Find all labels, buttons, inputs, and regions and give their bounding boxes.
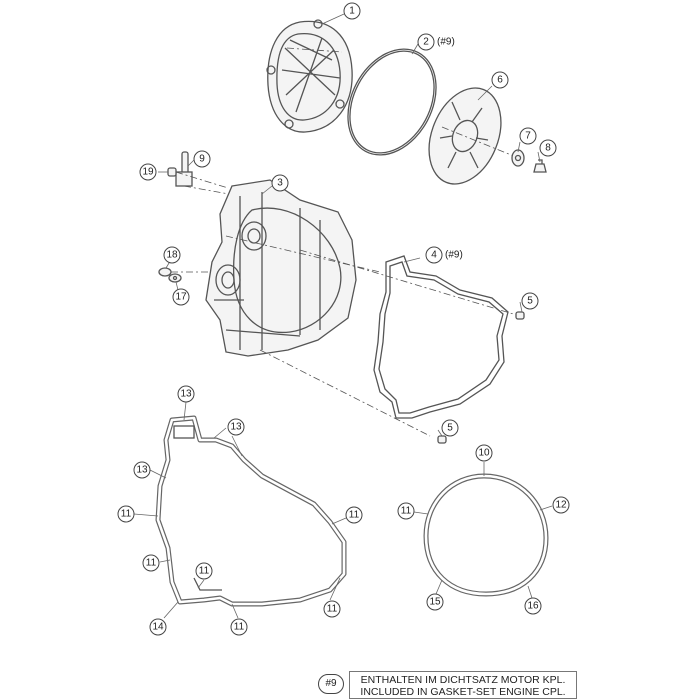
callout-11-c: 11	[142, 554, 160, 572]
callout-3: 3	[271, 174, 289, 192]
o-ring-seal	[347, 48, 437, 156]
svg-text:3: 3	[277, 178, 283, 189]
svg-text:5: 5	[447, 423, 453, 434]
callout-11-g: 11	[397, 502, 415, 520]
callout-2: 2	[417, 33, 435, 51]
svg-text:19: 19	[142, 167, 154, 178]
svg-text:11: 11	[146, 558, 157, 569]
callout-11-a: 11	[117, 505, 135, 523]
callout-4: 4	[425, 246, 443, 264]
callout-19: 19	[139, 163, 157, 181]
callout-17: 17	[172, 288, 190, 306]
callout-14: 14	[149, 618, 167, 636]
svg-text:13: 13	[136, 465, 148, 476]
svg-text:5: 5	[527, 296, 533, 307]
svg-text:12: 12	[555, 500, 567, 511]
lower-right-gasket-ring	[423, 473, 549, 597]
legend-badge: #9	[318, 674, 344, 694]
callout-9: 9	[193, 150, 211, 168]
svg-text:11: 11	[349, 510, 360, 521]
seal-ring-part	[168, 273, 182, 283]
svg-text:14: 14	[152, 622, 164, 633]
callout-6: 6	[491, 71, 509, 89]
washer-part	[511, 149, 525, 167]
svg-text:10: 10	[478, 448, 490, 459]
plug-screw-part	[158, 267, 210, 277]
svg-text:11: 11	[234, 622, 245, 633]
gasket-set-tag-4: (#9)	[445, 250, 463, 261]
clutch-protection-disc	[428, 87, 517, 185]
outer-clutch-cover	[266, 19, 353, 133]
svg-text:16: 16	[527, 601, 539, 612]
callout-13-c: 13	[133, 461, 151, 479]
callout-1: 1	[343, 2, 361, 20]
svg-text:11: 11	[199, 566, 210, 577]
callout-18: 18	[163, 246, 181, 264]
callout-16: 16	[524, 597, 542, 615]
cover-bolt-lower	[437, 435, 447, 444]
leader-lines	[133, 13, 553, 619]
svg-text:11: 11	[121, 509, 132, 520]
lower-left-gasket	[155, 415, 347, 607]
svg-text:1: 1	[349, 6, 355, 17]
svg-text:7: 7	[525, 131, 531, 142]
callout-11-d: 11	[195, 562, 213, 580]
callout-12: 12	[552, 496, 570, 514]
callout-11-f: 11	[323, 600, 341, 618]
cover-bolt-upper	[515, 311, 525, 320]
svg-text:17: 17	[175, 292, 187, 303]
callout-11-e: 11	[230, 618, 248, 636]
legend-box: ENTHALTEN IM DICHTSATZ MOTOR KPL. INCLUD…	[349, 671, 577, 699]
svg-text:11: 11	[327, 604, 338, 615]
svg-text:18: 18	[166, 250, 178, 261]
callout-13-b: 13	[227, 418, 245, 436]
callout-5-lower: 5	[441, 419, 459, 437]
small-bolt-part	[167, 167, 229, 189]
legend-line-english: INCLUDED IN GASKET-SET ENGINE CPL.	[360, 686, 566, 698]
inner-clutch-cover	[205, 179, 357, 357]
svg-text:6: 6	[497, 75, 503, 86]
legend-line-german: ENTHALTEN IM DICHTSATZ MOTOR KPL.	[360, 674, 566, 686]
callout-10: 10	[475, 444, 493, 462]
callout-11-b: 11	[345, 506, 363, 524]
svg-text:15: 15	[429, 597, 441, 608]
callout-15: 15	[426, 593, 444, 611]
svg-text:13: 13	[230, 422, 242, 433]
gasket-set-tag-2: (#9)	[437, 37, 455, 48]
svg-text:11: 11	[401, 506, 412, 517]
clutch-cover-gasket	[373, 255, 509, 419]
svg-text:9: 9	[199, 154, 205, 165]
svg-text:13: 13	[180, 389, 192, 400]
callout-13-a: 13	[177, 385, 195, 403]
svg-text:4: 4	[431, 250, 437, 261]
callout-7: 7	[519, 127, 537, 145]
callout-8: 8	[539, 139, 557, 157]
callout-5-upper: 5	[521, 292, 539, 310]
svg-text:8: 8	[545, 143, 551, 154]
svg-text:2: 2	[423, 37, 429, 48]
